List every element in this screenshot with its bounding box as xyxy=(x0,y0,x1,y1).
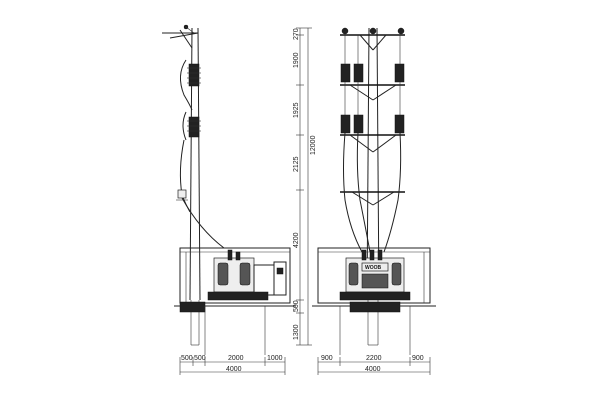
right-third-crossarm xyxy=(340,134,405,153)
dim-bottom-500a: 500 xyxy=(181,355,193,362)
right-drop-cables xyxy=(343,132,402,253)
dim-bottom-500b: 500 xyxy=(194,355,206,362)
dim-2125: 2125 xyxy=(293,156,300,172)
left-cable xyxy=(176,139,225,249)
vertical-dimension-chain: 270 1900 1925 2125 4200 500 1300 12000 xyxy=(293,27,317,346)
dim-bottom-1000: 1000 xyxy=(267,355,283,362)
left-transformer xyxy=(207,249,269,301)
left-foundation xyxy=(174,301,296,355)
dim-270: 270 xyxy=(293,28,300,40)
dim-1925: 1925 xyxy=(293,102,300,118)
left-lower-insulator xyxy=(182,111,201,141)
left-crossarm xyxy=(162,24,199,49)
dim-bottom-900b: 900 xyxy=(412,355,424,362)
dim-bottom-900a: 900 xyxy=(321,355,333,362)
left-side-cabinet xyxy=(253,261,287,296)
right-bottom-crossarm xyxy=(340,191,405,206)
right-middle-crossarm xyxy=(340,82,405,115)
right-foundation xyxy=(312,301,436,355)
front-elevation-view: WOOB xyxy=(312,27,436,355)
dim-bottom-2200: 2200 xyxy=(366,355,382,362)
left-bottom-dimensions: 500 500 2000 1000 4000 xyxy=(179,355,286,375)
dim-1300: 1300 xyxy=(293,324,300,340)
transformer-label: WOOB xyxy=(365,265,381,271)
dim-500: 500 xyxy=(293,300,300,312)
side-elevation-view xyxy=(162,24,296,355)
right-top-crossarm xyxy=(340,27,405,51)
left-enclosure xyxy=(179,247,291,304)
dim-4200: 4200 xyxy=(293,232,300,248)
right-transformer: WOOB xyxy=(339,249,411,301)
dim-bottom-total-right: 4000 xyxy=(365,366,381,373)
dim-total-12000: 12000 xyxy=(310,135,317,155)
dim-bottom-2000: 2000 xyxy=(228,355,244,362)
right-bottom-dimensions: 900 2200 900 4000 xyxy=(317,355,431,375)
dim-1900: 1900 xyxy=(293,52,300,68)
left-upper-insulator xyxy=(180,59,201,111)
dim-bottom-total-left: 4000 xyxy=(226,366,242,373)
right-lower-insulators xyxy=(340,114,405,134)
right-upper-insulators xyxy=(340,35,405,83)
